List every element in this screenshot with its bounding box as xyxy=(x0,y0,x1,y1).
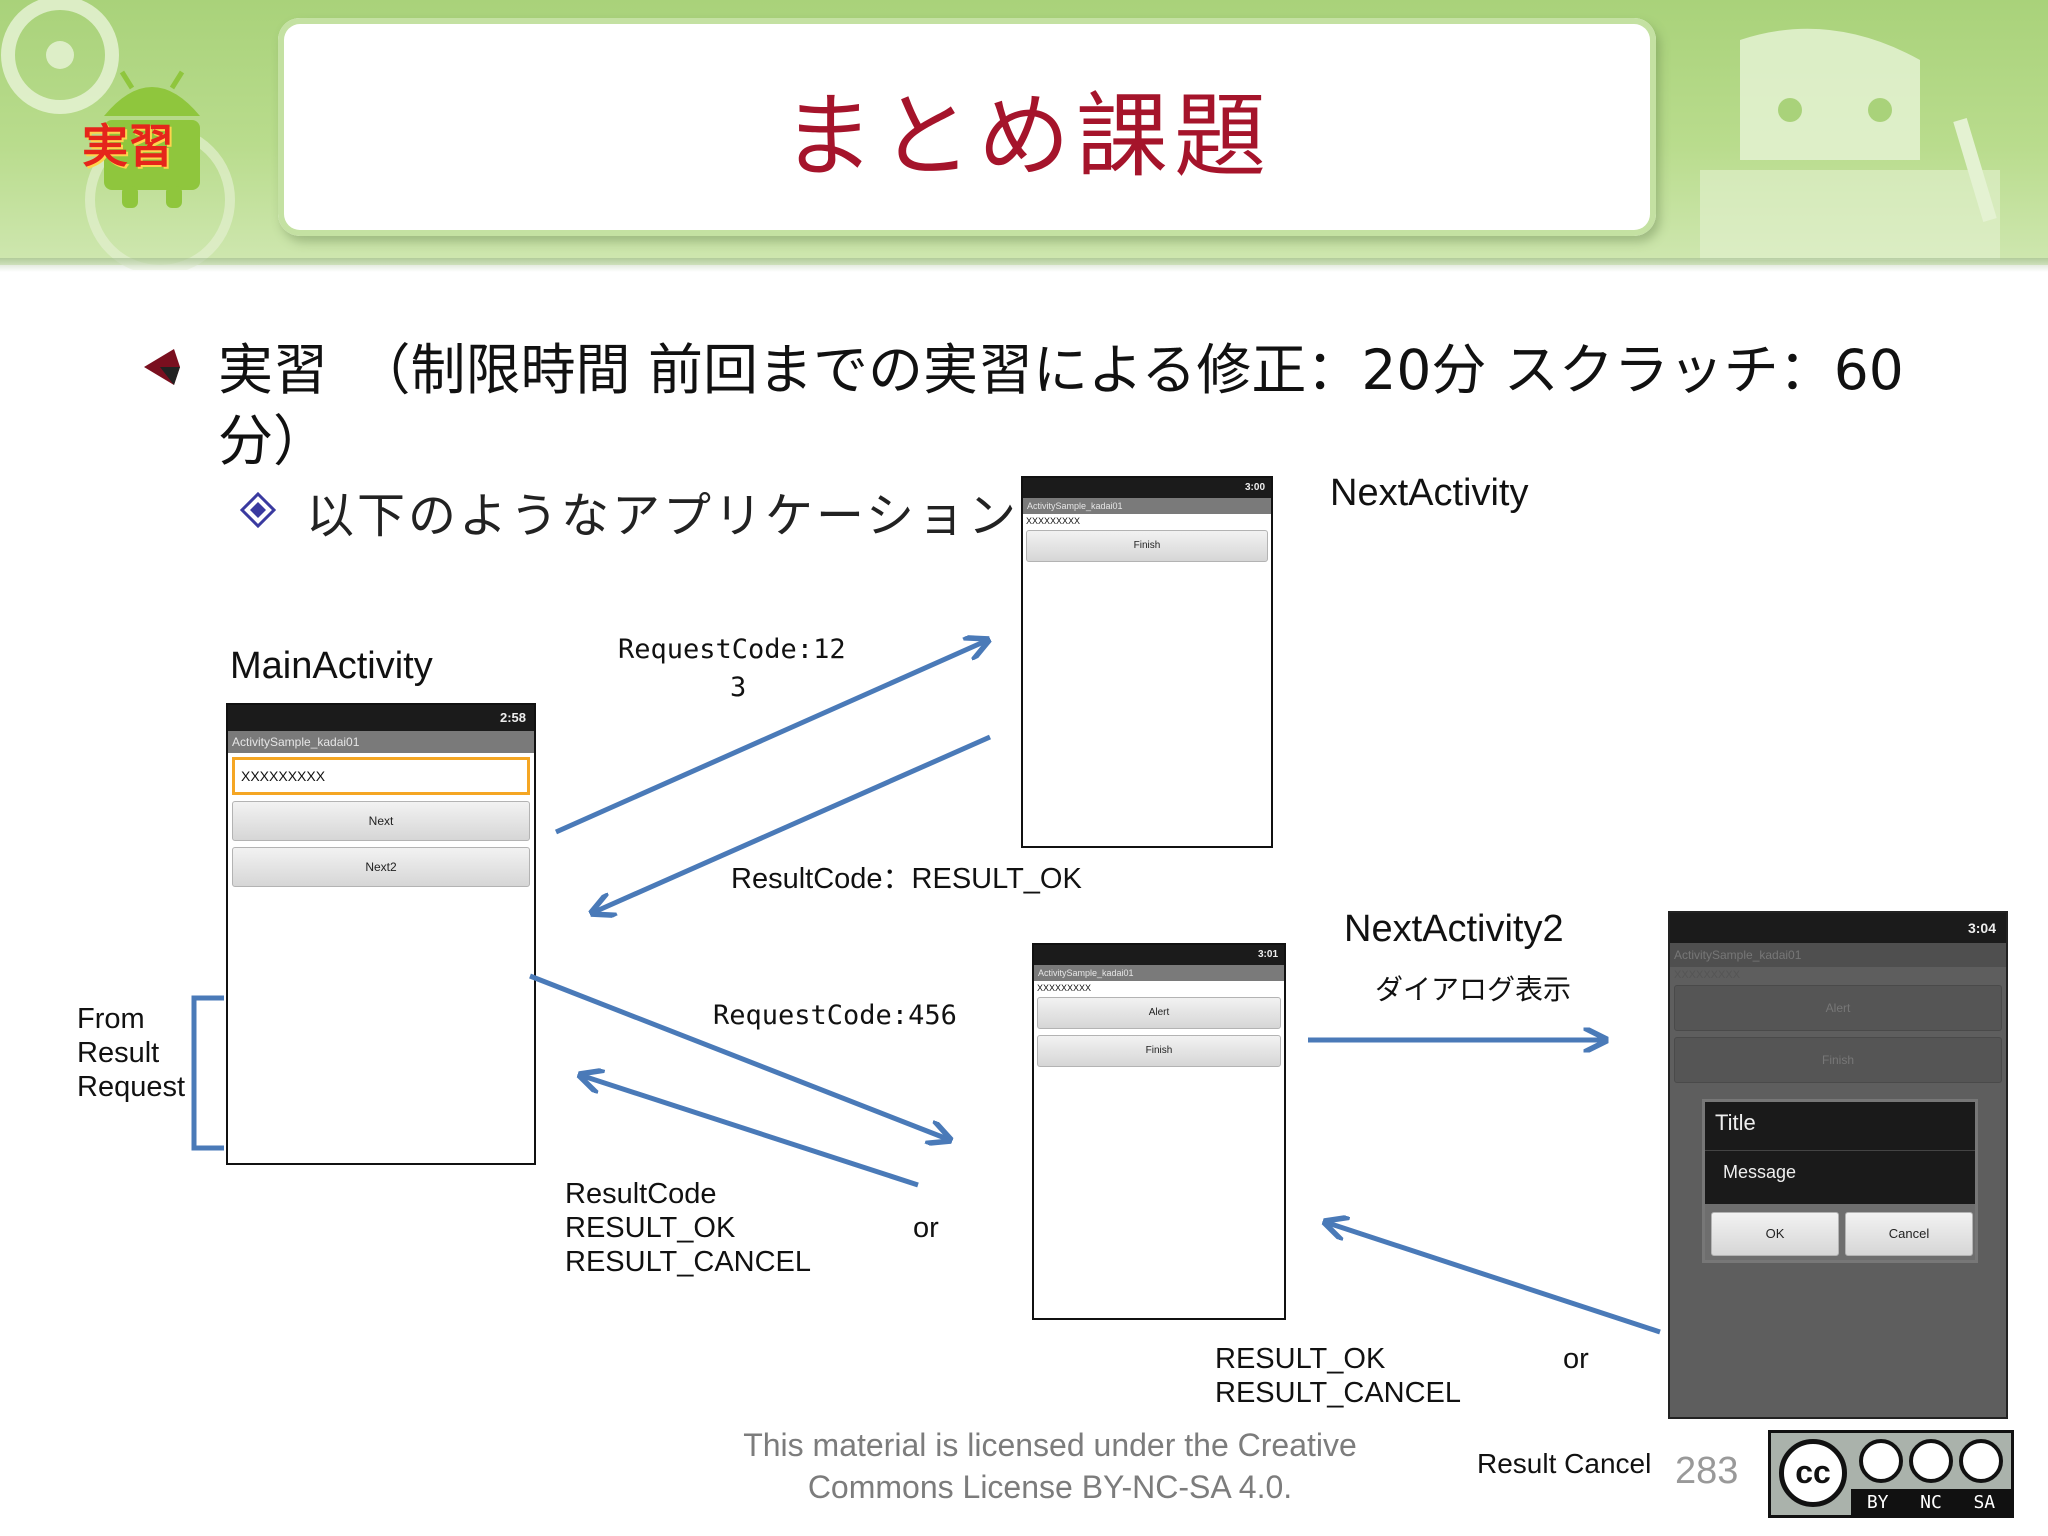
status-bar: 2:58 xyxy=(228,705,534,731)
label-result-cancel-bottom: Result Cancel xyxy=(1477,1448,1652,1479)
label-result-code-head: ResultCode xyxy=(565,1178,717,1210)
label-next-activity2: NextActivity2 xyxy=(1344,908,1564,950)
next-button[interactable]: Next xyxy=(232,801,530,841)
label-result-ok: RESULT_OK xyxy=(565,1212,736,1244)
text-value: XXXXXXXXX xyxy=(1026,516,1081,526)
license-line2: Commons License BY-NC-SA 4.0. xyxy=(807,1469,1293,1505)
arrow-bullet-icon xyxy=(144,349,180,385)
label-result-cancel-2: RESULT_CANCEL xyxy=(1215,1377,1462,1409)
bullet-main-line2: 分） xyxy=(218,409,329,473)
app-title-bar: ActivitySample_kadai01 xyxy=(1670,943,2006,967)
nc-icon xyxy=(1909,1439,1953,1483)
app-title-bar: ActivitySample_kadai01 xyxy=(1034,965,1284,981)
alert-button[interactable]: Alert xyxy=(1674,985,2002,1031)
phone-main-activity: 2:58 ActivitySample_kadai01 XXXXXXXXX Ne… xyxy=(226,703,536,1165)
bracket xyxy=(191,995,224,1151)
finish-button[interactable]: Finish xyxy=(1026,530,1268,562)
cc-by-label: BY xyxy=(1866,1491,1889,1513)
label-result-ok-2: RESULT_OK xyxy=(1215,1343,1386,1375)
arrow-result-ok xyxy=(592,734,992,913)
bullet-main-line1: 実習 （制限時間 前回までの実習による修正：20分 スクラッチ：60 xyxy=(218,338,1904,402)
text-input[interactable]: XXXXXXXXX xyxy=(232,757,530,795)
header-shadow xyxy=(0,258,2048,272)
cc-license-badge: cc BY NC SA xyxy=(1768,1430,2014,1518)
label-result-cancel: RESULT_CANCEL xyxy=(565,1246,812,1278)
cc-sa-label: SA xyxy=(1973,1491,1996,1513)
label-dialog-display: ダイアログ表示 xyxy=(1375,973,1572,1006)
label-request-code-2: RequestCode:456 xyxy=(713,1000,957,1031)
dialog-message: Message xyxy=(1723,1162,1797,1182)
diamond-bullet-icon xyxy=(240,492,276,528)
text-value: XXXXXXXXX xyxy=(1674,969,1741,981)
dialog-ok-button[interactable]: OK xyxy=(1711,1212,1839,1256)
phone-dialog-screen: 3:04 ActivitySample_kadai01 XXXXXXXXX Al… xyxy=(1668,911,2008,1419)
finish-button[interactable]: Finish xyxy=(1037,1035,1281,1067)
app-title-bar: ActivitySample_kadai01 xyxy=(228,731,534,753)
status-bar: 3:01 xyxy=(1034,945,1284,965)
arrow-result-back xyxy=(580,1075,919,1188)
arrow-request-123 xyxy=(554,640,988,835)
status-bar: 3:04 xyxy=(1670,913,2006,943)
label-main-activity: MainActivity xyxy=(230,645,433,687)
cc-nc-label: NC xyxy=(1920,1491,1942,1513)
finish-button[interactable]: Finish xyxy=(1674,1037,2002,1083)
next2-button[interactable]: Next2 xyxy=(232,847,530,887)
cc-icon: cc xyxy=(1779,1439,1847,1507)
status-bar: 3:00 xyxy=(1023,478,1271,498)
android-robot-icon xyxy=(104,70,200,208)
alert-dialog: Title Message OK Cancel xyxy=(1702,1099,1978,1263)
app-title-bar: ActivitySample_kadai01 xyxy=(1023,498,1271,514)
arrow-request-456 xyxy=(529,973,950,1140)
label-next-activity: NextActivity xyxy=(1330,472,1529,514)
dialog-title: Title xyxy=(1715,1110,1756,1135)
label-request-code-1b: 3 xyxy=(730,672,747,703)
phone-next-activity2: 3:01 ActivitySample_kadai01 XXXXXXXXX Al… xyxy=(1032,943,1286,1320)
by-icon xyxy=(1859,1439,1903,1483)
slide-title: まとめ課題 xyxy=(781,83,1272,190)
title-box xyxy=(278,18,1656,236)
alert-button[interactable]: Alert xyxy=(1037,997,1281,1029)
license-text: This material is licensed under the Crea… xyxy=(700,1424,1400,1508)
arrow-dialog-result xyxy=(1325,1222,1661,1335)
page-number: 283 xyxy=(1675,1450,1739,1492)
dialog-cancel-button[interactable]: Cancel xyxy=(1845,1212,1973,1256)
label-request-code-1a: RequestCode:12 xyxy=(618,634,846,665)
label-from: From xyxy=(77,1003,145,1035)
label-result: Result xyxy=(77,1037,160,1069)
label-or-2: or xyxy=(1563,1343,1589,1375)
sa-icon xyxy=(1959,1439,2003,1483)
cc-terms: BY NC SA xyxy=(1851,1489,2011,1515)
text-value: XXXXXXXXX xyxy=(1037,983,1092,993)
license-line1: This material is licensed under the Crea… xyxy=(743,1427,1357,1463)
practice-badge: 実習 xyxy=(82,119,174,173)
bullet-sub: 以下のようなアプリケーション xyxy=(306,488,1020,544)
header-decoration xyxy=(1,0,2000,270)
label-request: Request xyxy=(77,1071,186,1103)
label-or: or xyxy=(913,1212,939,1244)
phone-next-activity: 3:00 ActivitySample_kadai01 XXXXXXXXX Fi… xyxy=(1021,476,1273,848)
label-result-code-ok: ResultCode：RESULT_OK xyxy=(731,863,1082,895)
